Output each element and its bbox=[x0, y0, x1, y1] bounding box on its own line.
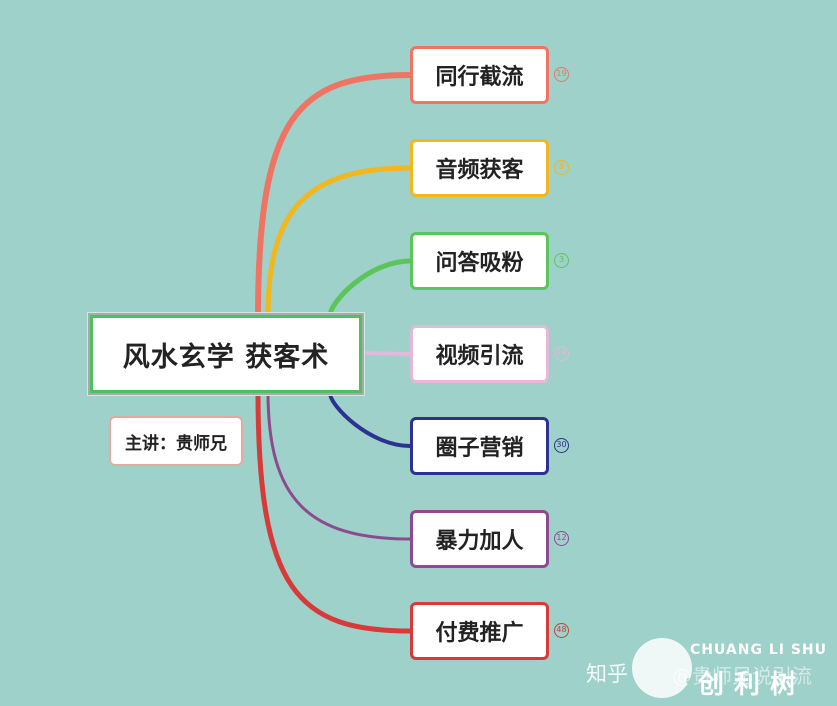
branch-topic-label: 问答吸粉 bbox=[435, 251, 524, 276]
watermark-zhihu: 知乎 bbox=[586, 662, 628, 686]
connector-1 bbox=[255, 72, 413, 321]
branch-topic-label: 视频引流 bbox=[435, 344, 524, 369]
branch-topic-6[interactable]: 暴力加人 bbox=[410, 510, 549, 568]
collapsed-count-badge[interactable]: 30 bbox=[554, 438, 569, 453]
central-topic-label: 风水玄学 获客术 bbox=[122, 341, 330, 373]
watermark-brand-en: CHUANG LI SHU bbox=[690, 642, 828, 658]
collapsed-count-badge[interactable]: 24 bbox=[554, 346, 569, 361]
watermark-brand-cn: 创利树 bbox=[698, 670, 807, 700]
connector-4 bbox=[360, 351, 412, 356]
branch-topic-7[interactable]: 付费推广 bbox=[410, 602, 549, 660]
connector-2 bbox=[265, 165, 413, 319]
branch-topic-label: 付费推广 bbox=[435, 621, 524, 646]
collapsed-count-badge[interactable]: 12 bbox=[554, 531, 569, 546]
speaker-note[interactable]: 主讲：贵师兄 bbox=[109, 416, 243, 466]
branch-topic-label: 同行截流 bbox=[435, 65, 524, 90]
connector-7 bbox=[255, 389, 413, 634]
watermark: 知乎 @贵师兄说引流 CHUANG LI SHU 创利树 bbox=[586, 630, 837, 706]
collapsed-count-badge[interactable]: 48 bbox=[554, 623, 569, 638]
branch-topic-5[interactable]: 圈子营销 bbox=[410, 417, 549, 475]
collapsed-count-badge[interactable]: 3 bbox=[554, 253, 569, 268]
branch-topic-4[interactable]: 视频引流 bbox=[410, 325, 549, 383]
branch-topic-2[interactable]: 音频获客 bbox=[410, 139, 549, 197]
branch-topic-1[interactable]: 同行截流 bbox=[410, 46, 549, 104]
collapsed-count-badge[interactable]: 19 bbox=[554, 67, 569, 82]
branch-topic-label: 音频获客 bbox=[435, 158, 524, 183]
connector-6 bbox=[266, 390, 412, 541]
connector-5 bbox=[328, 391, 412, 448]
branch-topic-3[interactable]: 问答吸粉 bbox=[410, 232, 549, 290]
collapsed-count-badge[interactable]: 8 bbox=[554, 160, 569, 175]
brand-logo-icon bbox=[632, 638, 728, 698]
branch-topic-label: 圈子营销 bbox=[435, 436, 524, 461]
speaker-note-label: 主讲：贵师兄 bbox=[125, 433, 227, 454]
connector-3 bbox=[327, 258, 413, 319]
central-topic[interactable]: 风水玄学 获客术 bbox=[88, 313, 364, 395]
watermark-author: @贵师兄说引流 bbox=[672, 664, 812, 688]
branch-topic-label: 暴力加人 bbox=[435, 529, 524, 554]
